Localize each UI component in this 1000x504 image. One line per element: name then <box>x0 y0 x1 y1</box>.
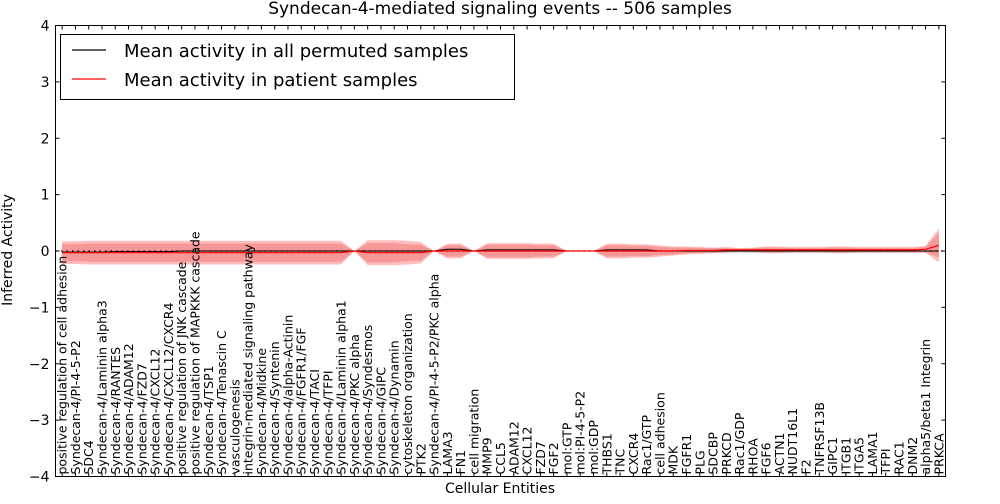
legend-label-patient: Mean activity in patient samples <box>124 70 418 91</box>
x-tick-labels: positive regulation of cell adhesionSynd… <box>55 231 947 475</box>
y-tick-label: 1 <box>41 188 50 204</box>
y-tick-label: −3 <box>29 413 50 429</box>
y-tick-label: −4 <box>29 470 50 486</box>
legend-label-permuted: Mean activity in all permuted samples <box>124 41 468 62</box>
y-tick-label: 0 <box>41 244 50 260</box>
y-tick-label: 2 <box>41 131 50 147</box>
y-tick-label: 3 <box>41 75 50 91</box>
y-tick-label: −1 <box>29 300 50 316</box>
legend: Mean activity in all permuted samples Me… <box>61 35 515 100</box>
y-tick-label: −2 <box>29 357 50 373</box>
y-tick-label: 4 <box>41 19 50 35</box>
y-axis-label: Inferred Activity <box>0 194 16 306</box>
x-axis-label: Cellular Entities <box>445 481 555 497</box>
chart-title: Syndecan-4-mediated signaling events -- … <box>268 0 732 19</box>
x-tick-label: PRKCA <box>931 433 946 474</box>
